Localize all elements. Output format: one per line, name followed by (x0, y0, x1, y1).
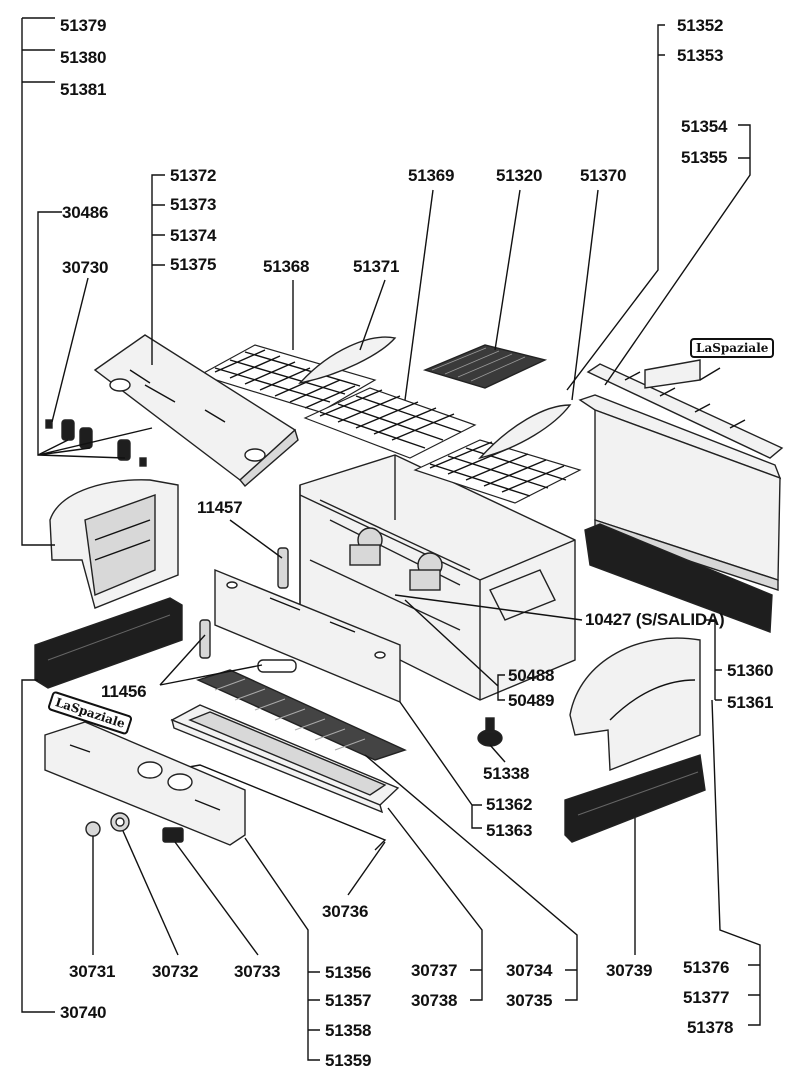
label-51376: 51376 (683, 958, 730, 977)
label-51363: 51363 (486, 821, 533, 840)
label-51320: 51320 (496, 166, 543, 185)
grid-51370 (413, 439, 582, 504)
label-51369: 51369 (408, 166, 455, 185)
label-30732: 30732 (152, 962, 199, 981)
knob-30732 (110, 812, 130, 832)
label-51379: 51379 (60, 16, 107, 35)
back-panel (93, 334, 299, 487)
label-30486: 30486 (62, 203, 109, 222)
logo-plate (644, 359, 701, 389)
knob-30731 (85, 821, 101, 837)
left-drip-tray (34, 597, 183, 689)
label-50489: 50489 (508, 691, 555, 710)
label-51354: 51354 (681, 117, 728, 136)
label-51362: 51362 (486, 795, 533, 814)
label-51338: 51338 (483, 764, 530, 783)
rear-cover-51354 (578, 394, 782, 591)
lower-bar-51360 (584, 523, 773, 633)
label-51381: 51381 (60, 80, 107, 99)
top-rail-51352 (586, 363, 784, 459)
label-51373: 51373 (170, 195, 217, 214)
label-51370: 51370 (580, 166, 627, 185)
label-51378: 51378 (687, 1018, 734, 1037)
drain-tray (170, 704, 400, 814)
label-30736: 30736 (322, 902, 369, 921)
label-50488: 50488 (508, 666, 555, 685)
label-51355: 51355 (681, 148, 728, 167)
label-51377: 51377 (683, 988, 730, 1007)
label-30730: 30730 (62, 258, 109, 277)
label-51372: 51372 (170, 166, 217, 185)
label-30737: 30737 (411, 961, 458, 980)
label-30733: 30733 (234, 962, 281, 981)
label-30731: 30731 (69, 962, 116, 981)
label-51361: 51361 (727, 693, 774, 712)
label-51356: 51356 (325, 963, 372, 982)
label-51360: 51360 (727, 661, 774, 680)
label-51358: 51358 (325, 1021, 372, 1040)
label-51371: 51371 (353, 257, 400, 276)
grid-51368 (198, 344, 377, 413)
label-51375: 51375 (170, 255, 217, 274)
brand-logo-top-right: LaSpaziale (690, 338, 775, 358)
label-51380: 51380 (60, 48, 107, 67)
label-51353: 51353 (677, 46, 724, 65)
label-11456: 11456 (101, 682, 147, 701)
grid-51369 (303, 387, 477, 459)
label-10427: 10427 (S/SALIDA) (585, 610, 725, 629)
label-51368: 51368 (263, 257, 310, 276)
label-30740: 30740 (60, 1003, 107, 1022)
switch-30733 (162, 827, 184, 843)
left-side-panel (49, 479, 179, 609)
gasket-11456 (199, 619, 297, 673)
label-51352: 51352 (677, 16, 724, 35)
gasket-11457 (277, 547, 289, 589)
label-30738: 30738 (411, 991, 458, 1010)
label-11457: 11457 (197, 498, 243, 517)
leader-lines (21, 17, 761, 1061)
cover-51371 (298, 336, 397, 385)
label-51374: 51374 (170, 226, 217, 245)
front-lower-panel (44, 721, 246, 846)
foot-51338 (477, 717, 503, 747)
cover-51370 (477, 404, 572, 460)
right-side-panel (569, 637, 701, 772)
label-51359: 51359 (325, 1051, 372, 1070)
mat-51320 (422, 344, 548, 389)
label-30734: 30734 (506, 961, 553, 980)
label-30739: 30739 (606, 961, 653, 980)
label-30735: 30735 (506, 991, 553, 1010)
label-51357: 51357 (325, 991, 372, 1010)
right-drip-tray-30739 (564, 754, 706, 843)
